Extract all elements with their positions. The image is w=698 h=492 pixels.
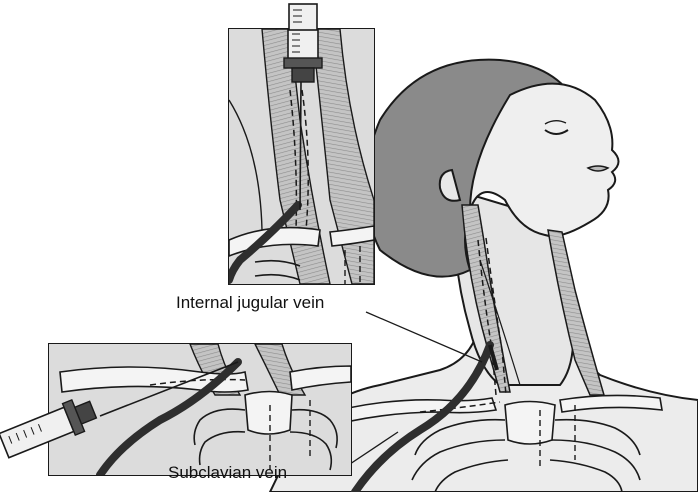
syringe-barrel-top [289, 4, 317, 30]
leader-internal-jugular [366, 312, 482, 362]
label-subclavian-vein: Subclavian vein [168, 463, 287, 482]
label-internal-jugular-vein: Internal jugular vein [176, 293, 324, 312]
manubrium [505, 402, 555, 445]
inset-internal-jugular [229, 29, 374, 284]
needle-icon [300, 82, 301, 210]
lips [588, 166, 608, 171]
inset-subclavian [49, 344, 351, 475]
